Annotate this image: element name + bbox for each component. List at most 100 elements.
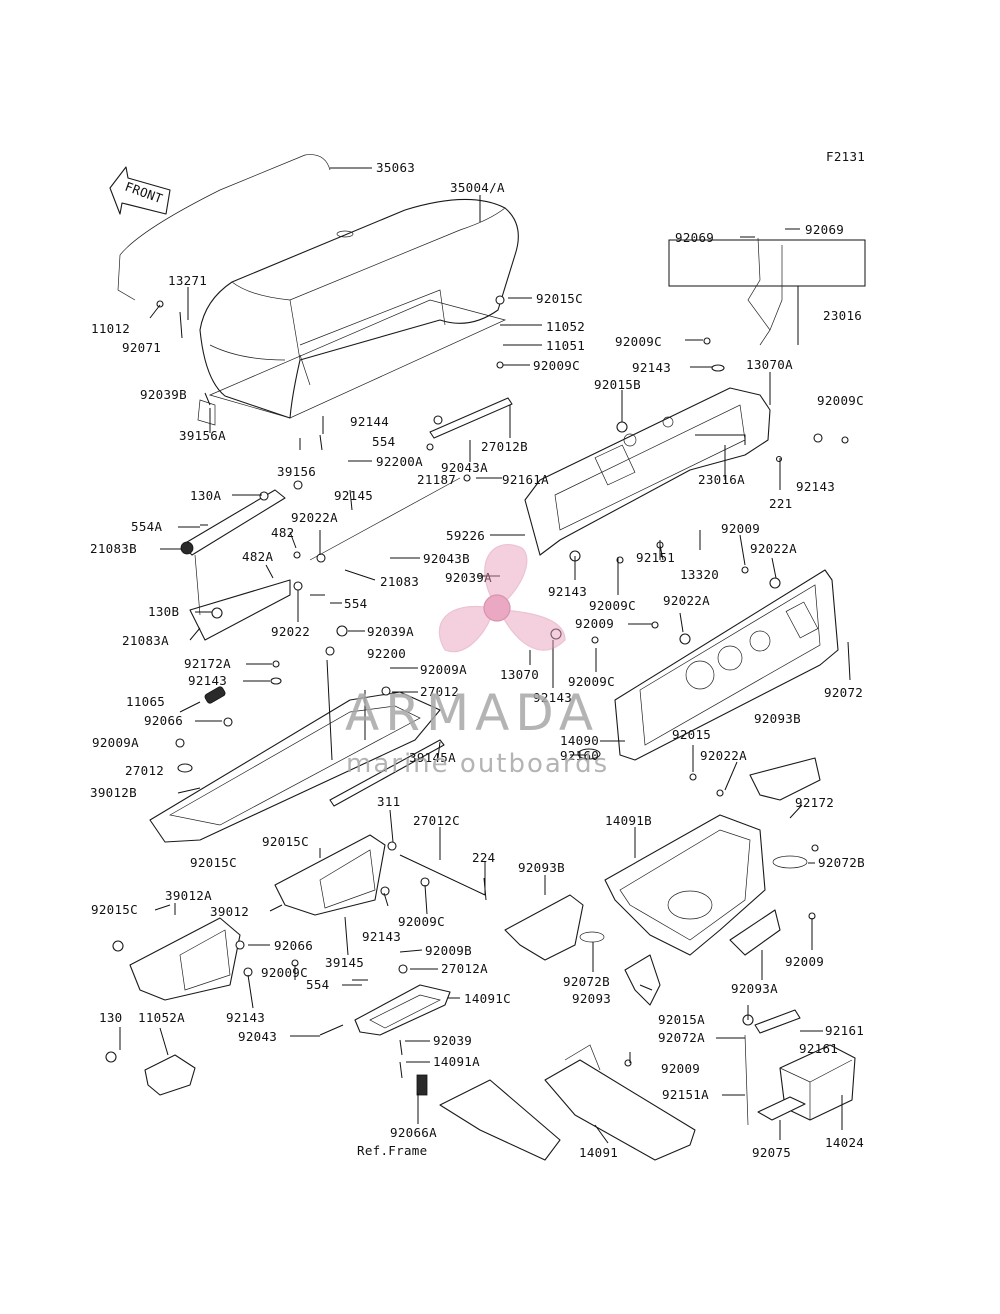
label-14091b: 14091B <box>605 813 652 828</box>
label-92145: 92145 <box>334 488 373 503</box>
label-92022a-left: 92022A <box>291 510 338 525</box>
dashboard-panel-part <box>614 569 839 761</box>
label-92009c-r2: 92009C <box>817 393 864 408</box>
label-92161-r: 92161 <box>825 1023 864 1038</box>
label-224: 224 <box>472 850 495 865</box>
label-311: 311 <box>377 794 400 809</box>
label-21083a: 21083A <box>122 633 169 648</box>
label-14091: 14091 <box>579 1145 618 1160</box>
label-39012: 39012 <box>210 904 249 919</box>
label-92009-mid: 92009 <box>575 616 614 631</box>
label-92043a: 92043A <box>441 460 488 475</box>
label-92161a: 92161A <box>502 472 549 487</box>
bracket-92093-part <box>624 954 661 1006</box>
label-92009c-top: 92009C <box>533 358 580 373</box>
label-21083: 21083 <box>380 574 419 589</box>
label-11065: 11065 <box>126 694 165 709</box>
label-92200: 92200 <box>367 646 406 661</box>
label-92069-right: 92069 <box>805 222 844 237</box>
label-11052: 11052 <box>546 319 585 334</box>
label-14091c: 14091C <box>464 991 511 1006</box>
bracket-92093b-part <box>749 757 821 801</box>
label-92015c-top: 92015C <box>536 291 583 306</box>
label-14024: 14024 <box>825 1135 864 1150</box>
oring-92072b-part <box>772 855 808 869</box>
strap-92161-part <box>754 1009 801 1034</box>
label-92009c-low2: 92009C <box>261 965 308 980</box>
label-92009a-top: 92009A <box>420 662 467 677</box>
label-92022a-low: 92022A <box>700 748 747 763</box>
label-92143-r2: 92143 <box>796 479 835 494</box>
bracket-part <box>197 399 216 426</box>
label-27012-top: 27012 <box>420 684 459 699</box>
ref-frame-label: Ref.Frame <box>357 1143 427 1158</box>
label-92161-r2: 92161 <box>799 1041 838 1056</box>
label-92143-left: 92143 <box>188 673 227 688</box>
figure-code: F2131 <box>826 149 865 164</box>
label-92066a: 92066A <box>390 1125 437 1140</box>
label-92039: 92039 <box>433 1033 472 1048</box>
label-92015c-mid2: 92015C <box>190 855 237 870</box>
label-92093a: 92093A <box>731 981 778 996</box>
label-92075: 92075 <box>752 1145 791 1160</box>
seat-cover-part <box>199 198 519 419</box>
label-92009-right: 92009 <box>785 954 824 969</box>
label-59226: 59226 <box>446 528 485 543</box>
label-92043: 92043 <box>238 1029 277 1044</box>
label-92143-low2: 92143 <box>226 1010 265 1025</box>
label-11012: 11012 <box>91 321 130 336</box>
bracket-92093b-low-part <box>504 894 584 961</box>
label-92022: 92022 <box>271 624 310 639</box>
part-labels: 35063 35004/A 13271 11012 92071 92039B 3… <box>90 160 865 1160</box>
label-35004a: 35004/A <box>450 180 505 195</box>
label-92143-r1: 92143 <box>632 360 671 375</box>
label-14091a: 14091A <box>433 1054 480 1069</box>
label-92072b-right: 92072B <box>818 855 865 870</box>
label-13320: 13320 <box>680 567 719 582</box>
label-92151a: 92151A <box>662 1087 709 1102</box>
label-221: 221 <box>769 496 792 511</box>
label-23016: 23016 <box>823 308 862 323</box>
pad-92075-part <box>757 1096 806 1121</box>
label-482a: 482A <box>242 549 273 564</box>
fastener-set <box>105 295 849 1067</box>
label-92143-mid2: 92143 <box>533 690 572 705</box>
battery-box-part <box>604 814 766 956</box>
label-92066-top: 92066 <box>144 713 183 728</box>
label-92069-left: 92069 <box>675 230 714 245</box>
gasket-part <box>208 299 507 419</box>
label-92015c-left: 92015C <box>91 902 138 917</box>
label-92009-r1: 92009 <box>721 521 760 536</box>
label-554-top: 554 <box>372 434 395 449</box>
label-554a: 554A <box>131 519 162 534</box>
tray-14091-part <box>544 1044 696 1161</box>
label-92039a-left: 92039A <box>367 624 414 639</box>
rail-part <box>429 397 513 439</box>
label-92172: 92172 <box>795 795 834 810</box>
label-92009b: 92009B <box>425 943 472 958</box>
label-39145a: 39145A <box>409 750 456 765</box>
clip-92066a-part <box>416 1074 428 1096</box>
label-92009c-mid2: 92009C <box>568 674 615 689</box>
rod-part <box>309 477 461 561</box>
label-11052a: 11052A <box>138 1010 185 1025</box>
wire-harness-box <box>668 239 866 287</box>
label-92160: 92160 <box>560 748 599 763</box>
label-13070a: 13070A <box>746 357 793 372</box>
label-92009c-low: 92009C <box>398 914 445 929</box>
label-92072b-mid: 92072B <box>563 974 610 989</box>
label-92072: 92072 <box>824 685 863 700</box>
label-92015: 92015 <box>672 727 711 742</box>
label-27012a: 27012A <box>441 961 488 976</box>
glove-box-part <box>274 834 386 916</box>
label-554-low: 554 <box>306 977 329 992</box>
label-92143-mid: 92143 <box>548 584 587 599</box>
label-92039a-mid: 92039A <box>445 570 492 585</box>
label-92071: 92071 <box>122 340 161 355</box>
bolt-set <box>179 311 661 1079</box>
label-13271: 13271 <box>168 273 207 288</box>
label-92015c-mid: 92015C <box>262 834 309 849</box>
label-92015a: 92015A <box>658 1012 705 1027</box>
label-92015b: 92015B <box>594 377 641 392</box>
